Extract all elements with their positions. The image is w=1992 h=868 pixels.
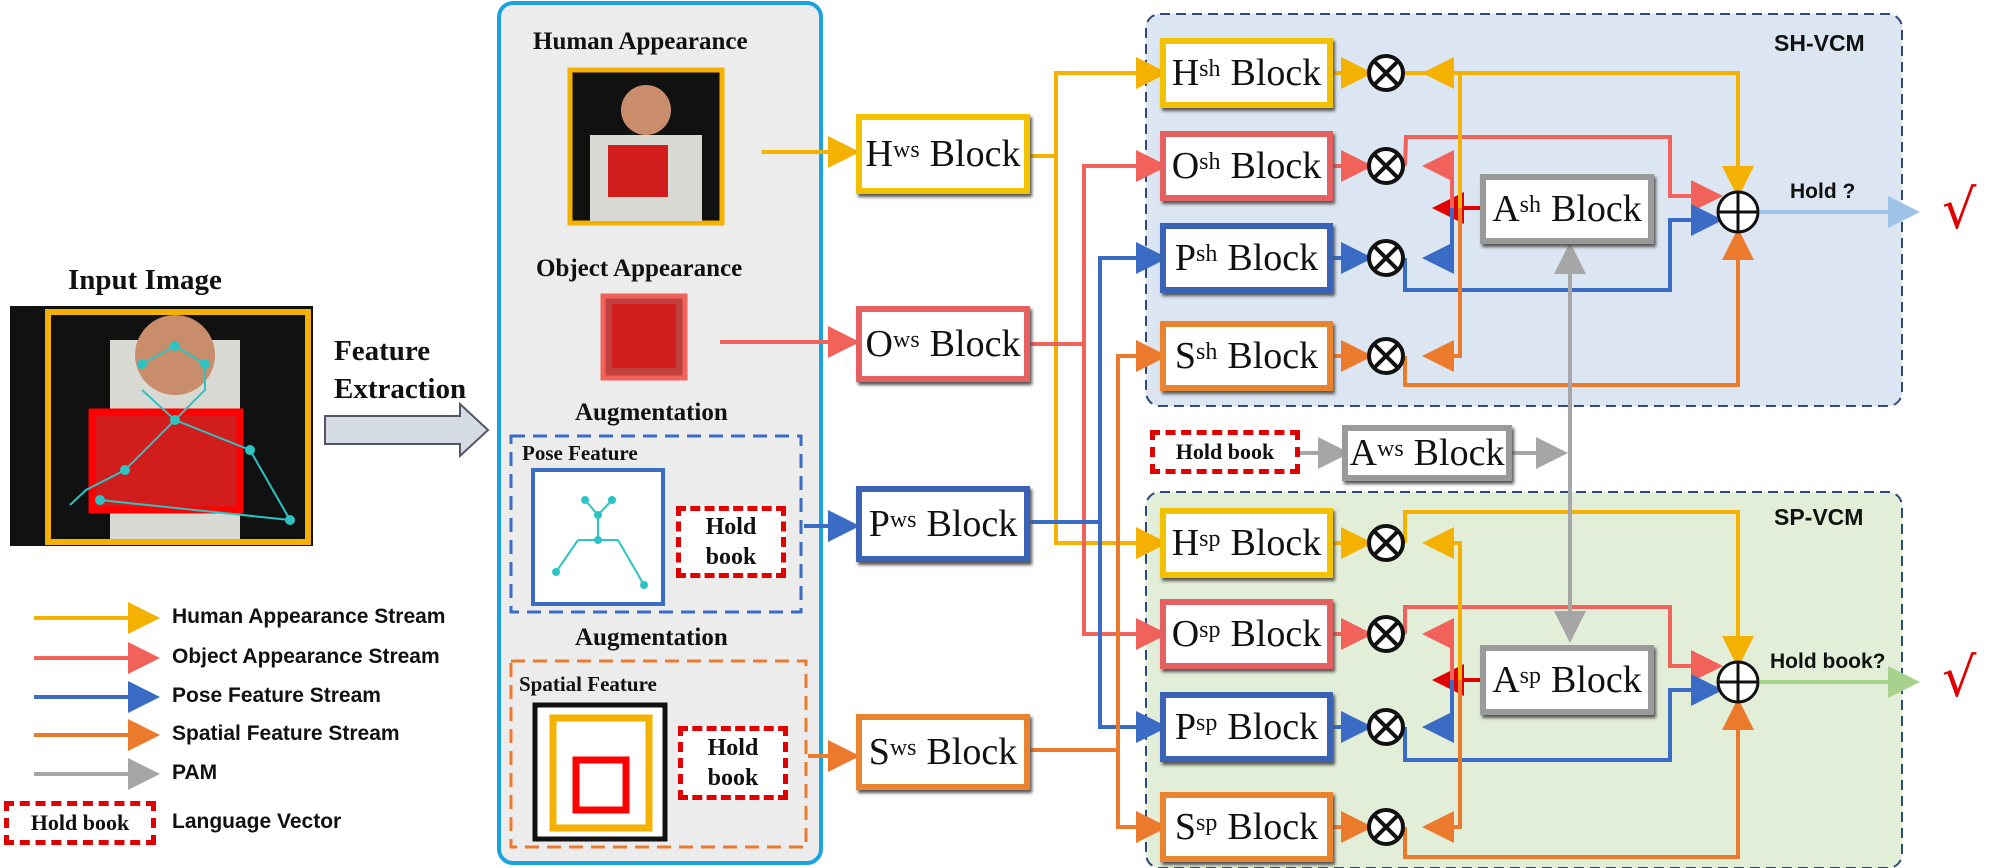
legend-spatial-label: Spatial Feature Stream	[172, 722, 400, 745]
sh-vcm-title: SH-VCM	[1774, 30, 1865, 56]
sp-output-label: Hold book?	[1770, 650, 1886, 673]
pose-augmentation-box	[509, 434, 803, 614]
legend-object-label: Object Appearance Stream	[172, 645, 440, 668]
input-image-title: Input Image	[68, 264, 222, 296]
sp-check-mark: √	[1942, 646, 1977, 709]
augmentation-label-1: Augmentation	[575, 399, 728, 426]
human-appearance-image	[567, 67, 725, 226]
object-appearance-label: Object Appearance	[536, 255, 743, 282]
feature-extraction-label-2: Extraction	[334, 373, 467, 405]
input-image	[10, 306, 313, 546]
legend-pam-label: PAM	[172, 761, 218, 784]
spatial-map-image	[532, 702, 668, 842]
feature-extraction-arrow	[324, 401, 490, 459]
legend-pose-label: Pose Feature Stream	[172, 684, 381, 707]
spatial-feature-label: Spatial Feature	[519, 672, 657, 696]
pose-feature-label: Pose Feature	[522, 441, 638, 465]
augmentation-label-2: Augmentation	[575, 624, 728, 651]
feature-extraction-label-1: Feature	[334, 335, 431, 367]
sh-output-label: Hold ?	[1790, 180, 1856, 203]
legend-human-label: Human Appearance Stream	[172, 605, 446, 628]
sp-vcm-title: SP-VCM	[1774, 504, 1864, 530]
pose-skeleton	[552, 496, 648, 589]
spatial-augmentation-box	[509, 659, 808, 849]
sh-check-mark: √	[1942, 178, 1977, 241]
language-vector-tag: Hold book	[1150, 430, 1300, 474]
human-appearance-label: Human Appearance	[533, 28, 748, 55]
object-appearance-image	[600, 293, 688, 381]
legend-language-label: Language Vector	[172, 810, 342, 833]
legend-language-swatch: Hold book	[4, 801, 156, 845]
